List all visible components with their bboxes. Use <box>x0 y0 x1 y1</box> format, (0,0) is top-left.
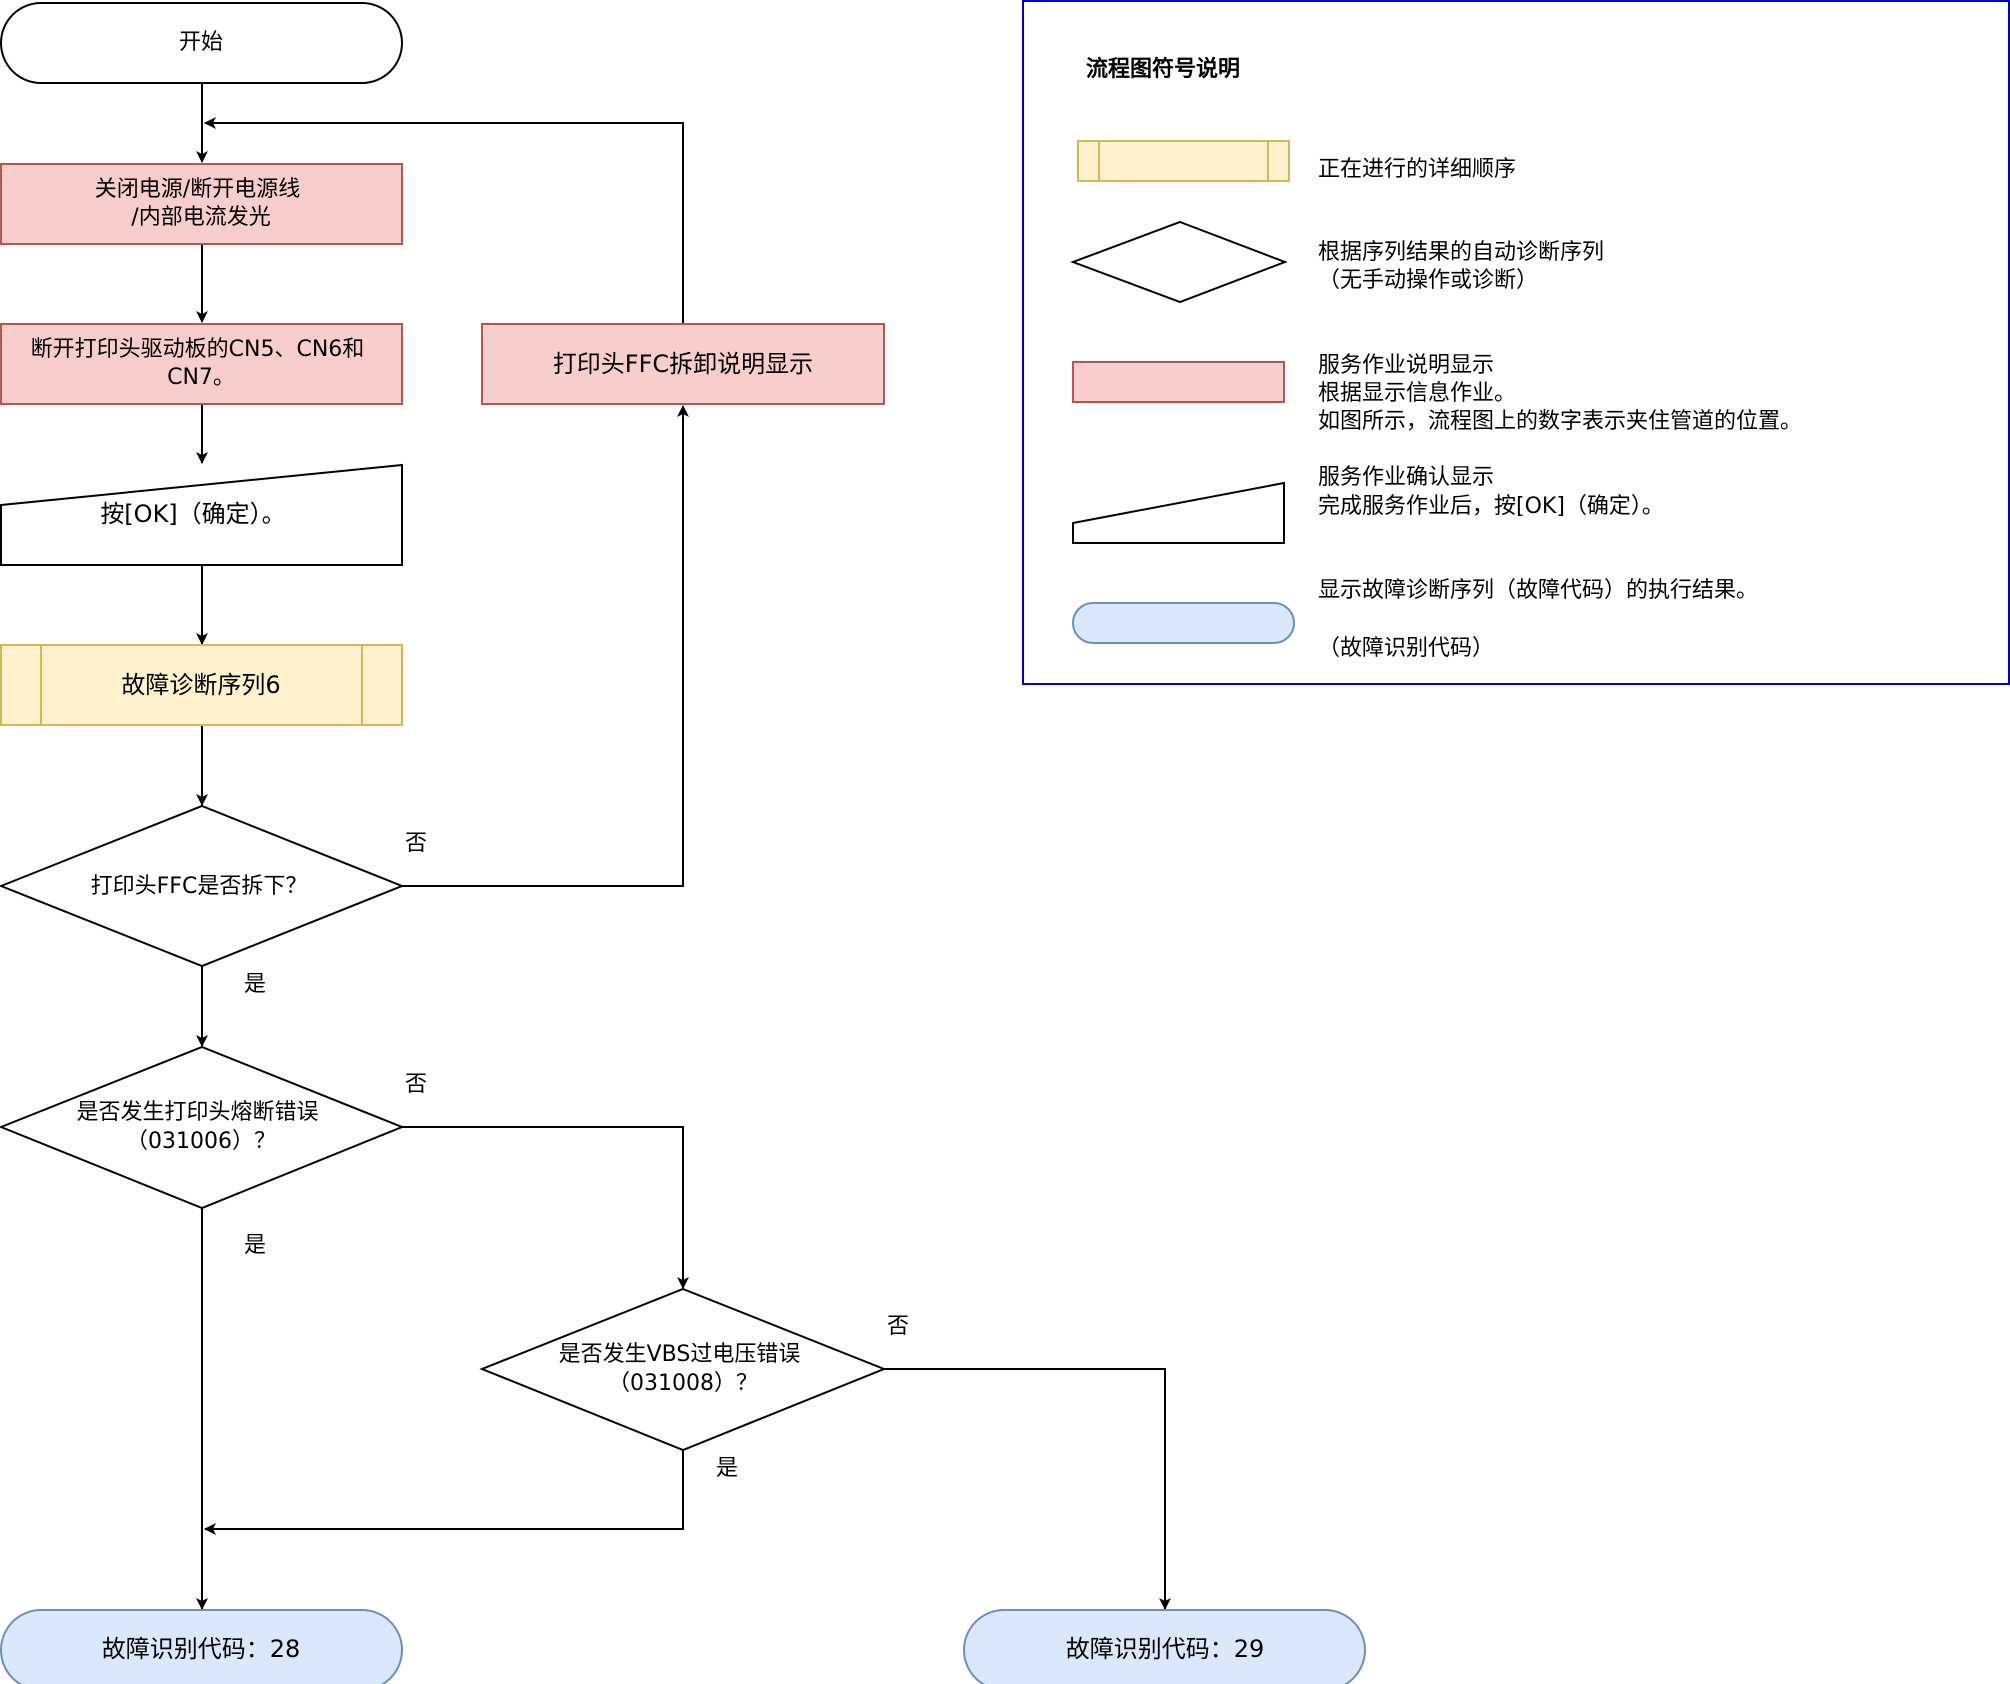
vbs-yes-label: 是 <box>716 1456 738 1481</box>
ffc-question-label: 打印头FFC是否拆下？ <box>91 874 308 899</box>
fuse-no-label: 否 <box>405 1072 427 1097</box>
code28-label: 故障识别代码：28 <box>102 1635 301 1663</box>
legend-instruction-symbol <box>1072 361 1285 403</box>
legend-item-5-line-3: （故障识别代码） <box>1318 636 1494 661</box>
legend-item-3-text: 服务作业说明显示 根据显示信息作业。 如图所示，流程图上的数字表示夹住管道的位置… <box>1318 353 1802 434</box>
legend-item-4-text: 服务作业确认显示 完成服务作业后，按[OK]（确定）。 <box>1318 465 1664 519</box>
ffc-yes-label: 是 <box>244 972 266 997</box>
legend-item-5-line-1: 显示故障诊断序列（故障代码）的执行结果。 <box>1318 578 1758 603</box>
legend-item-3-line-3: 如图所示，流程图上的数字表示夹住管道的位置。 <box>1318 409 1802 434</box>
diag-seq6-subprocess-box: 故障诊断序列6 <box>0 644 403 726</box>
vbs-question-label: 是否发生VBS过电压错误 （031008）？ <box>559 1342 808 1396</box>
legend-item-2-line-1: 根据序列结果的自动诊断序列 <box>1318 240 1604 265</box>
legend-item-4-line-1: 服务作业确认显示 <box>1318 465 1494 490</box>
fuse-yes-label: 是 <box>244 1233 266 1258</box>
start-label: 开始 <box>179 30 223 55</box>
fuse-question-line-2: （031006）？ <box>126 1129 276 1154</box>
vbs-question-line-1: 是否发生VBS过电压错误 <box>559 1342 801 1367</box>
code28-terminal: 故障识别代码：28 <box>0 1609 403 1684</box>
edge-ffc-no-to-instruction <box>402 405 689 887</box>
fuse-question-label: 是否发生打印头熔断错误 （031006）？ <box>76 1100 325 1154</box>
disconnect-line-2: CN7。 <box>167 365 235 390</box>
legend-item-3-line-1: 服务作业说明显示 <box>1318 353 1494 378</box>
edge-vbs-yes-merge <box>204 1450 684 1535</box>
power-off-label: 关闭电源/断开电源线 /内部电流发光 <box>95 177 307 230</box>
code29-terminal: 故障识别代码：29 <box>963 1609 1366 1684</box>
ffc-instruction-line-1: 打印头FFC拆卸说明显示 <box>553 350 813 378</box>
edge-fuse-no-to-vbs-question <box>402 1126 689 1289</box>
ffc-question-diamond: 打印头FFC是否拆下？ <box>0 804 405 968</box>
ffc-question-line-1: 打印头FFC是否拆下？ <box>91 874 308 899</box>
legend-item-3-line-2: 根据显示信息作业。 <box>1318 381 1516 406</box>
vbs-no-label: 否 <box>887 1314 909 1339</box>
fuse-question-diamond: 是否发生打印头熔断错误 （031006）？ <box>0 1045 405 1210</box>
legend-item-4-line-2: 完成服务作业后，按[OK]（确定）。 <box>1318 494 1664 519</box>
start-terminal: 开始 <box>0 2 403 84</box>
start-label-line-1: 开始 <box>179 30 223 55</box>
code28-line-1: 故障识别代码：28 <box>102 1635 301 1663</box>
legend-subprocess-symbol <box>1077 140 1290 182</box>
disconnect-line-1: 断开打印头驱动板的CN5、CN6和 <box>31 337 365 362</box>
legend-title: 流程图符号说明 <box>1086 56 1240 82</box>
disconnect-label: 断开打印头驱动板的CN5、CN6和 CN7。 <box>31 337 372 390</box>
edge-instruction-loop-back <box>204 117 684 324</box>
press-ok-line-1: 按[OK]（确定）。 <box>100 500 285 528</box>
legend-item-1-text: 正在进行的详细顺序 <box>1318 157 1516 182</box>
edge-vbs-no-to-code29 <box>884 1368 1171 1610</box>
ffc-instruction-box: 打印头FFC拆卸说明显示 <box>481 323 885 405</box>
connectors <box>196 84 1171 1610</box>
legend-item-5-text: 显示故障诊断序列（故障代码）的执行结果。 （故障识别代码） <box>1318 578 1765 661</box>
legend-item-2-line-2: （无手动操作或诊断） <box>1318 268 1538 293</box>
power-off-instruction-box: 关闭电源/断开电源线 /内部电流发光 <box>0 163 403 245</box>
diag-seq6-label: 故障诊断序列6 <box>121 671 280 699</box>
fuse-question-line-1: 是否发生打印头熔断错误 <box>76 1100 318 1125</box>
disconnect-instruction-box: 断开打印头驱动板的CN5、CN6和 CN7。 <box>0 323 403 405</box>
ffc-instruction-label: 打印头FFC拆卸说明显示 <box>553 350 813 378</box>
legend-panel: 流程图符号说明 正在进行的详细顺序 根据序列结果的自动诊断序列 （无手动操作或诊… <box>1022 0 2010 685</box>
legend-result-symbol <box>1072 602 1295 644</box>
power-off-line-2: /内部电流发光 <box>131 205 270 230</box>
legend-item-1-line-1: 正在进行的详细顺序 <box>1318 157 1516 182</box>
vbs-question-diamond: 是否发生VBS过电压错误 （031008）？ <box>479 1287 887 1452</box>
code29-label: 故障识别代码：29 <box>1066 1635 1265 1663</box>
vbs-question-line-2: （031008）？ <box>608 1371 758 1396</box>
legend-decision-symbol <box>1070 220 1288 304</box>
diag-seq6-line-1: 故障诊断序列6 <box>121 671 280 699</box>
legend-item-2-text: 根据序列结果的自动诊断序列 （无手动操作或诊断） <box>1318 240 1611 293</box>
press-ok-label: 按[OK]（确定）。 <box>100 500 285 528</box>
power-off-line-1: 关闭电源/断开电源线 <box>95 177 300 202</box>
ffc-no-label: 否 <box>405 831 427 856</box>
press-ok-confirm-box: 按[OK]（确定）。 <box>0 463 403 566</box>
legend-confirm-symbol <box>1072 481 1285 544</box>
branch-labels: 否 是 否 是 否 是 <box>244 831 909 1481</box>
code29-line-1: 故障识别代码：29 <box>1066 1635 1265 1663</box>
